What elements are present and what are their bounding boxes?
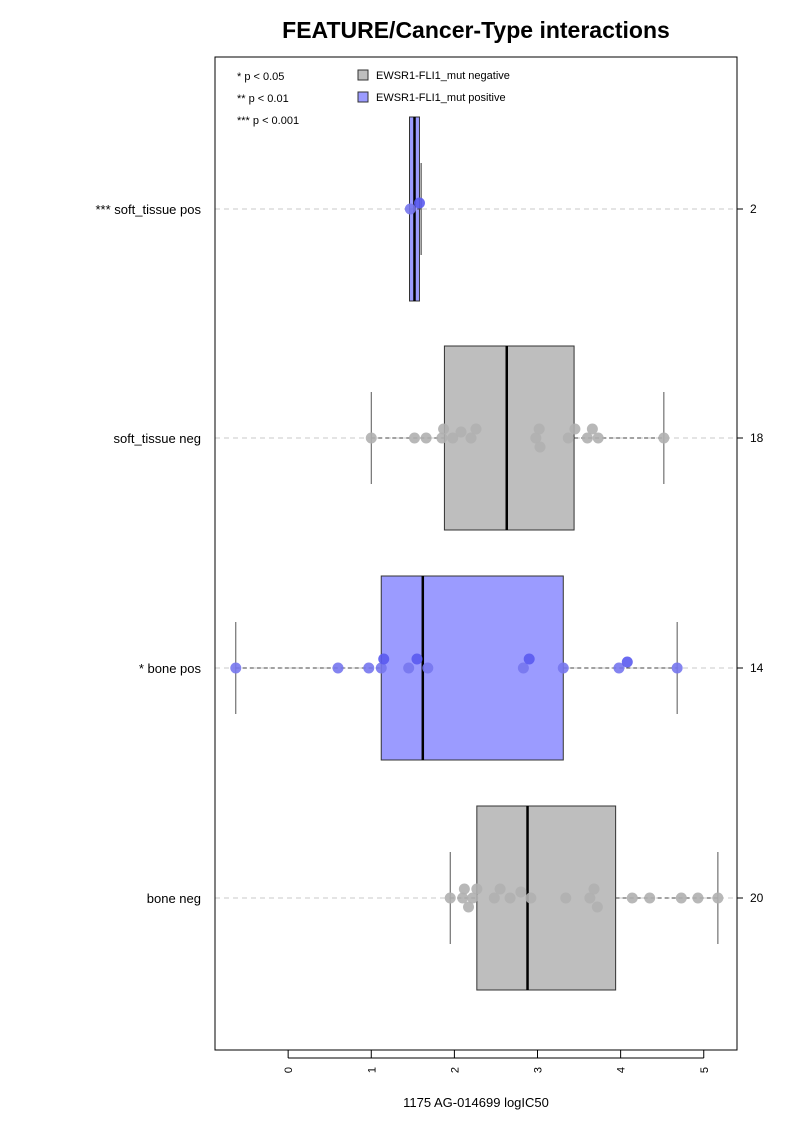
data-point (712, 892, 724, 904)
data-point (413, 197, 425, 209)
plot-frame (214, 56, 738, 1051)
chart-title: FEATURE/Cancer-Type interactions (282, 17, 670, 43)
plot-area: *** soft_tissue pos 2 soft_tissue neg 18 * b… (95, 69, 764, 1073)
data-point (613, 662, 625, 674)
data-point (562, 432, 574, 444)
data-point (671, 662, 683, 674)
data-point (517, 662, 529, 674)
data-point (444, 892, 456, 904)
data-point (515, 886, 527, 898)
data-point (569, 423, 581, 435)
data-point (644, 892, 656, 904)
data-point (560, 892, 572, 904)
data-point (658, 432, 670, 444)
data-point (470, 423, 482, 435)
data-point (581, 432, 593, 444)
legend-label: EWSR1-FLI1_mut positive (376, 92, 506, 104)
data-point (230, 662, 242, 674)
data-point (463, 901, 475, 913)
data-point (436, 432, 448, 444)
data-point (375, 662, 387, 674)
significance-legend-item: * p < 0.05 (237, 71, 284, 83)
group-count: 18 (750, 431, 764, 445)
data-point (621, 656, 633, 668)
x-tick-label: 0 (283, 1067, 295, 1073)
data-point (408, 432, 420, 444)
data-point (458, 883, 470, 895)
group-count: 2 (750, 202, 757, 216)
data-point (467, 892, 479, 904)
x-tick-label: 4 (616, 1067, 628, 1073)
significance-legend-item: ** p < 0.01 (237, 93, 289, 105)
data-point (488, 892, 500, 904)
data-point (465, 432, 477, 444)
group-label: * bone pos (139, 661, 202, 676)
group-count: 20 (750, 891, 764, 905)
data-point (675, 892, 687, 904)
data-point (411, 653, 423, 665)
group-label: soft_tissue neg (114, 431, 201, 446)
data-point (438, 423, 450, 435)
data-point (525, 892, 537, 904)
data-point (420, 432, 432, 444)
x-tick-label: 1 (366, 1067, 378, 1073)
data-point (592, 432, 604, 444)
data-point (588, 883, 600, 895)
data-point (534, 441, 546, 453)
data-point (504, 892, 516, 904)
data-point (591, 901, 603, 913)
data-point (471, 883, 483, 895)
legend-label: EWSR1-FLI1_mut negative (376, 70, 510, 82)
box (443, 345, 575, 531)
group-label: *** soft_tissue pos (95, 202, 201, 217)
significance-legend-item: *** p < 0.001 (237, 115, 299, 127)
x-tick-label: 3 (533, 1067, 545, 1073)
data-point (457, 892, 469, 904)
data-point (332, 662, 344, 674)
data-point (403, 662, 415, 674)
data-point (584, 892, 596, 904)
group-label: bone neg (147, 891, 201, 906)
data-point (363, 662, 375, 674)
data-point (626, 892, 638, 904)
data-point (365, 432, 377, 444)
x-tick-label: 5 (699, 1067, 711, 1073)
legend-swatch (357, 69, 369, 81)
data-point (557, 662, 569, 674)
data-point (447, 432, 459, 444)
data-point (422, 662, 434, 674)
data-point (455, 426, 467, 438)
data-point (523, 653, 535, 665)
data-point (494, 883, 506, 895)
data-point (530, 432, 542, 444)
group-count: 14 (750, 661, 764, 675)
data-point (586, 423, 598, 435)
x-axis-label: 1175 AG-014699 logIC50 (403, 1095, 549, 1110)
legend-swatch (357, 91, 369, 103)
data-point (378, 653, 390, 665)
data-point (692, 892, 704, 904)
data-point (404, 203, 416, 215)
x-tick-label: 2 (449, 1067, 461, 1073)
data-point (533, 423, 545, 435)
